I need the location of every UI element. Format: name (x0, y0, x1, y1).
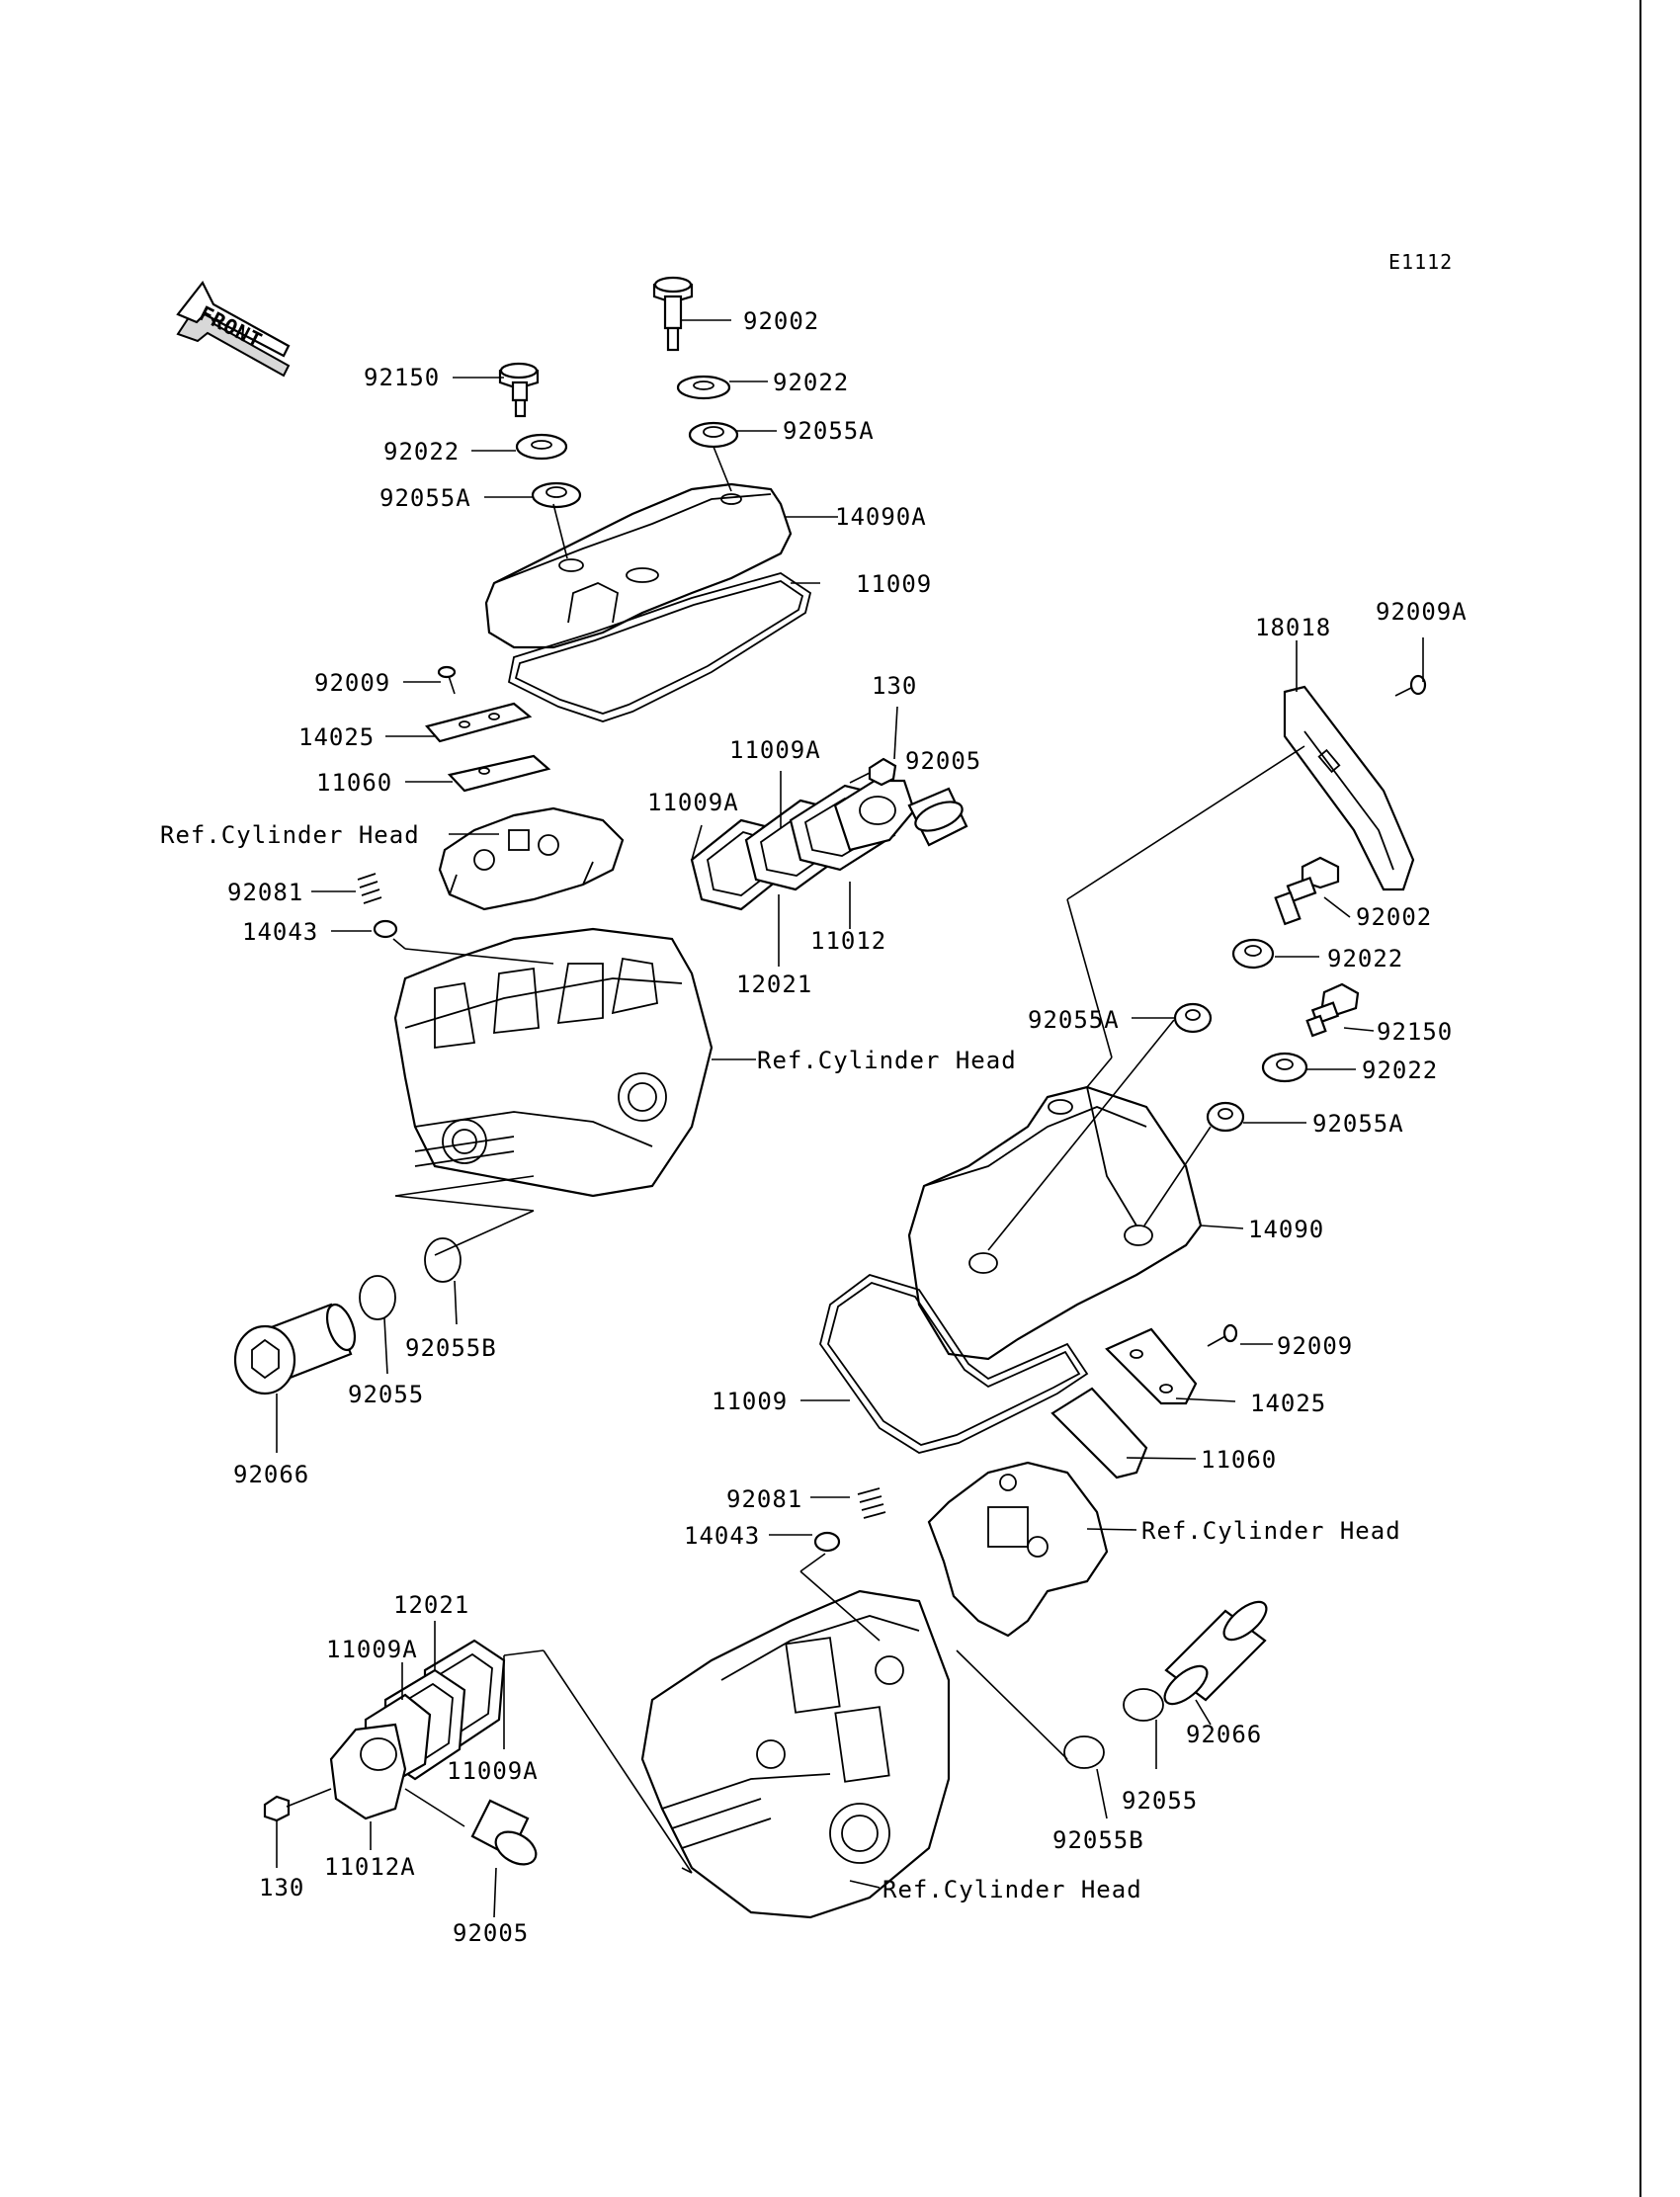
callout-11009-top: 11009 (856, 570, 932, 598)
callout-18018: 18018 (1255, 614, 1331, 641)
callout-92055-top: 92055 (348, 1381, 424, 1408)
bolt-130-bottom (263, 1788, 332, 1822)
bolt-92002-right (1274, 856, 1340, 926)
callout-92022-top-left: 92022 (383, 438, 460, 465)
callout-11012: 11012 (810, 927, 886, 955)
oring-92055-bottom (1123, 1688, 1164, 1722)
head-cover-14090a (484, 482, 793, 649)
callout-11060-right: 11060 (1201, 1446, 1277, 1474)
callout-11009-right: 11009 (712, 1388, 788, 1415)
diagram-code: E1112 (1388, 250, 1453, 274)
gasket-11009-right (819, 1274, 1089, 1454)
bolt-92002-top (652, 276, 694, 352)
washer-92055a-right-upper (1173, 1002, 1213, 1034)
washer-92055a-top-left (531, 481, 582, 509)
callout-92150-top: 92150 (364, 364, 440, 391)
callout-14025-right: 14025 (1250, 1390, 1326, 1417)
callout-92005-bottom: 92005 (453, 1919, 529, 1947)
callout-ref-cylinder-head-4: Ref.Cylinder Head (882, 1876, 1142, 1903)
callout-92022-right-lower: 92022 (1362, 1056, 1438, 1084)
leader-lines (276, 319, 1424, 1918)
bolt-92150-top (498, 362, 540, 418)
head-cover-14090 (907, 1085, 1203, 1361)
plug-92066-top (233, 1303, 357, 1395)
callout-92002-right: 92002 (1356, 903, 1432, 931)
callout-130-bottom: 130 (259, 1874, 304, 1901)
gasket-11009-top (507, 572, 812, 722)
callout-14025-top: 14025 (298, 723, 375, 751)
callout-92081-bottom: 92081 (726, 1485, 802, 1513)
oring-92055b-bottom (1063, 1735, 1105, 1769)
washer-92022-top-right (676, 375, 731, 400)
callout-12021-bottom: 12021 (393, 1591, 469, 1619)
callout-92055a-top-right: 92055A (783, 417, 875, 445)
callout-92055a-top-left: 92055A (379, 484, 471, 512)
gasket-11060-right (1050, 1387, 1148, 1479)
collar-92005-top (907, 787, 968, 847)
callout-92066-top: 92066 (233, 1461, 309, 1488)
plug-92066-bottom (1163, 1600, 1268, 1706)
callout-92081-top: 92081 (227, 879, 303, 906)
front-arrow: FRONT (176, 280, 291, 378)
callout-92055b-bottom: 92055B (1052, 1826, 1144, 1854)
camshaft-holder-bottom (927, 1461, 1109, 1638)
callout-14043-top: 14043 (242, 918, 318, 946)
callout-92009-right: 92009 (1277, 1332, 1353, 1360)
callout-labels: 92002 92150 92022 92022 92055A 92055A 14… (160, 307, 1468, 1947)
washer-92022-top-left (515, 433, 568, 461)
callout-ref-cylinder-head-2: Ref.Cylinder Head (757, 1047, 1017, 1074)
callout-ref-cylinder-head-3: Ref.Cylinder Head (1141, 1517, 1401, 1545)
spring-92081-bottom (857, 1487, 886, 1519)
holder-11012a (329, 1723, 407, 1820)
cylinder-head-bottom (640, 1589, 951, 1919)
washer-92055a-top-right (688, 421, 739, 449)
callout-92055a-right-lower: 92055A (1312, 1110, 1404, 1138)
callout-11009a-bottom-right: 11009A (447, 1757, 539, 1785)
callout-11009a-top-left: 11009A (647, 789, 739, 816)
callout-11009a-top-right: 11009A (729, 736, 821, 764)
bolt-92009a (1394, 674, 1427, 697)
washer-92022-right-lower (1261, 1052, 1308, 1083)
callout-92022-top-right: 92022 (773, 369, 849, 396)
callout-11012a: 11012A (324, 1853, 416, 1881)
callout-92002-top: 92002 (743, 307, 819, 335)
cap-14043-bottom (813, 1531, 841, 1553)
callout-11060-top: 11060 (316, 769, 392, 797)
callout-12021-top: 12021 (736, 971, 812, 998)
oring-92055-top (359, 1275, 396, 1320)
callout-92055a-right-upper: 92055A (1028, 1006, 1120, 1034)
bolt-92150-right (1305, 982, 1360, 1038)
callout-14090a: 14090A (835, 503, 927, 531)
bolt-92009-right (1207, 1323, 1238, 1347)
washer-92055a-right-lower (1206, 1101, 1245, 1133)
callout-92066-bottom: 92066 (1186, 1721, 1262, 1748)
plate-14025-top (425, 702, 533, 743)
spring-92081-top (357, 873, 382, 904)
gasket-11060-top (447, 754, 551, 793)
callout-130-top: 130 (872, 672, 917, 700)
callout-92005-top: 92005 (905, 747, 981, 775)
cylinder-head-top (393, 927, 714, 1198)
callout-92009-top: 92009 (314, 669, 390, 697)
callout-92022-right-upper: 92022 (1327, 945, 1403, 972)
callout-ref-cylinder-head-1: Ref.Cylinder Head (160, 821, 420, 849)
cap-14043-top (373, 919, 398, 939)
callout-92009a: 92009A (1376, 598, 1468, 626)
collar-92005-bottom (470, 1799, 538, 1866)
chain-guide-18018 (1283, 685, 1415, 891)
callout-92150-right: 92150 (1377, 1018, 1453, 1046)
bolt-130-top (849, 757, 897, 787)
bolt-92009-top (437, 665, 457, 695)
camshaft-holder-top (438, 806, 625, 911)
callout-14043-bottom: 14043 (684, 1522, 760, 1550)
callout-11009a-bottom-left: 11009A (326, 1636, 418, 1663)
oring-92055b-top (424, 1237, 462, 1283)
callout-14090: 14090 (1248, 1216, 1324, 1243)
callout-92055b-top: 92055B (405, 1334, 497, 1362)
plate-14025-right (1105, 1327, 1198, 1405)
washer-92022-right-upper (1231, 938, 1275, 970)
callout-92055-bottom: 92055 (1122, 1787, 1198, 1815)
